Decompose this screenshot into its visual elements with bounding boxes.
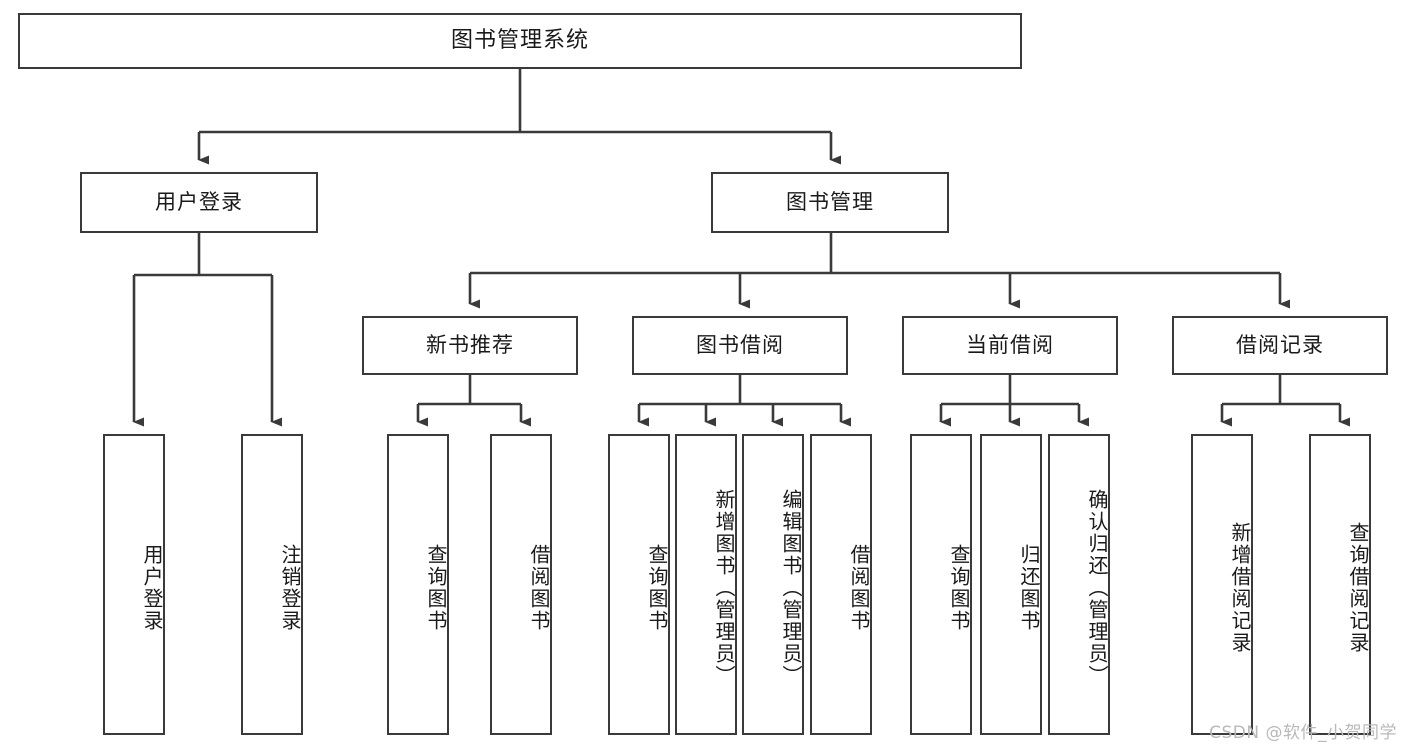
node-label: 借阅图书 — [527, 543, 551, 632]
node-label: 查询借阅记录 — [1346, 521, 1370, 654]
leaf-borrow-book-2[interactable]: 借阅图书 — [810, 434, 872, 735]
node-label: 新增图书（管理员） — [712, 488, 736, 687]
node-label: 注销登录 — [278, 543, 302, 632]
node-label: 新书推荐 — [426, 332, 514, 357]
node-borrow-record[interactable]: 借阅记录 — [1172, 316, 1388, 375]
node-label: 图书管理系统 — [450, 27, 589, 53]
node-label: 当前借阅 — [966, 332, 1054, 357]
node-label: 归还图书 — [1017, 543, 1041, 632]
node-root-book-management-system[interactable]: 图书管理系统 — [18, 13, 1022, 69]
leaf-query-book-2[interactable]: 查询图书 — [608, 434, 670, 735]
node-label: 编辑图书（管理员） — [779, 488, 803, 687]
leaf-return-book[interactable]: 归还图书 — [980, 434, 1042, 735]
leaf-add-record[interactable]: 新增借阅记录 — [1191, 434, 1253, 735]
leaf-add-book[interactable]: 新增图书（管理员） — [675, 434, 737, 735]
node-label: 查询图书 — [947, 543, 971, 632]
leaf-user-logout[interactable]: 注销登录 — [241, 434, 303, 735]
node-label: 图书管理 — [786, 189, 874, 214]
node-new-book-recommend[interactable]: 新书推荐 — [362, 316, 578, 375]
node-book-manage[interactable]: 图书管理 — [711, 172, 949, 233]
leaf-confirm-return[interactable]: 确认归还（管理员） — [1048, 434, 1110, 735]
leaf-user-login[interactable]: 用户登录 — [103, 434, 165, 735]
leaf-borrow-book-1[interactable]: 借阅图书 — [490, 434, 552, 735]
node-label: 用户登录 — [155, 189, 243, 214]
node-label: 查询图书 — [424, 543, 448, 632]
node-label: 借阅记录 — [1236, 332, 1324, 357]
node-user-login[interactable]: 用户登录 — [80, 172, 318, 233]
leaf-query-book-1[interactable]: 查询图书 — [387, 434, 449, 735]
node-label: 查询图书 — [645, 543, 669, 632]
node-label: 图书借阅 — [696, 332, 784, 357]
leaf-query-record[interactable]: 查询借阅记录 — [1309, 434, 1371, 735]
leaf-edit-book[interactable]: 编辑图书（管理员） — [742, 434, 804, 735]
node-current-borrow[interactable]: 当前借阅 — [902, 316, 1118, 375]
node-label: 新增借阅记录 — [1228, 521, 1252, 654]
watermark-csdn: CSDN @软件_小贺同学 — [1209, 723, 1397, 743]
node-label: 用户登录 — [140, 543, 164, 632]
node-label: 确认归还（管理员） — [1085, 488, 1109, 687]
node-book-borrow[interactable]: 图书借阅 — [632, 316, 848, 375]
leaf-query-book-3[interactable]: 查询图书 — [910, 434, 972, 735]
node-label: 借阅图书 — [847, 543, 871, 632]
